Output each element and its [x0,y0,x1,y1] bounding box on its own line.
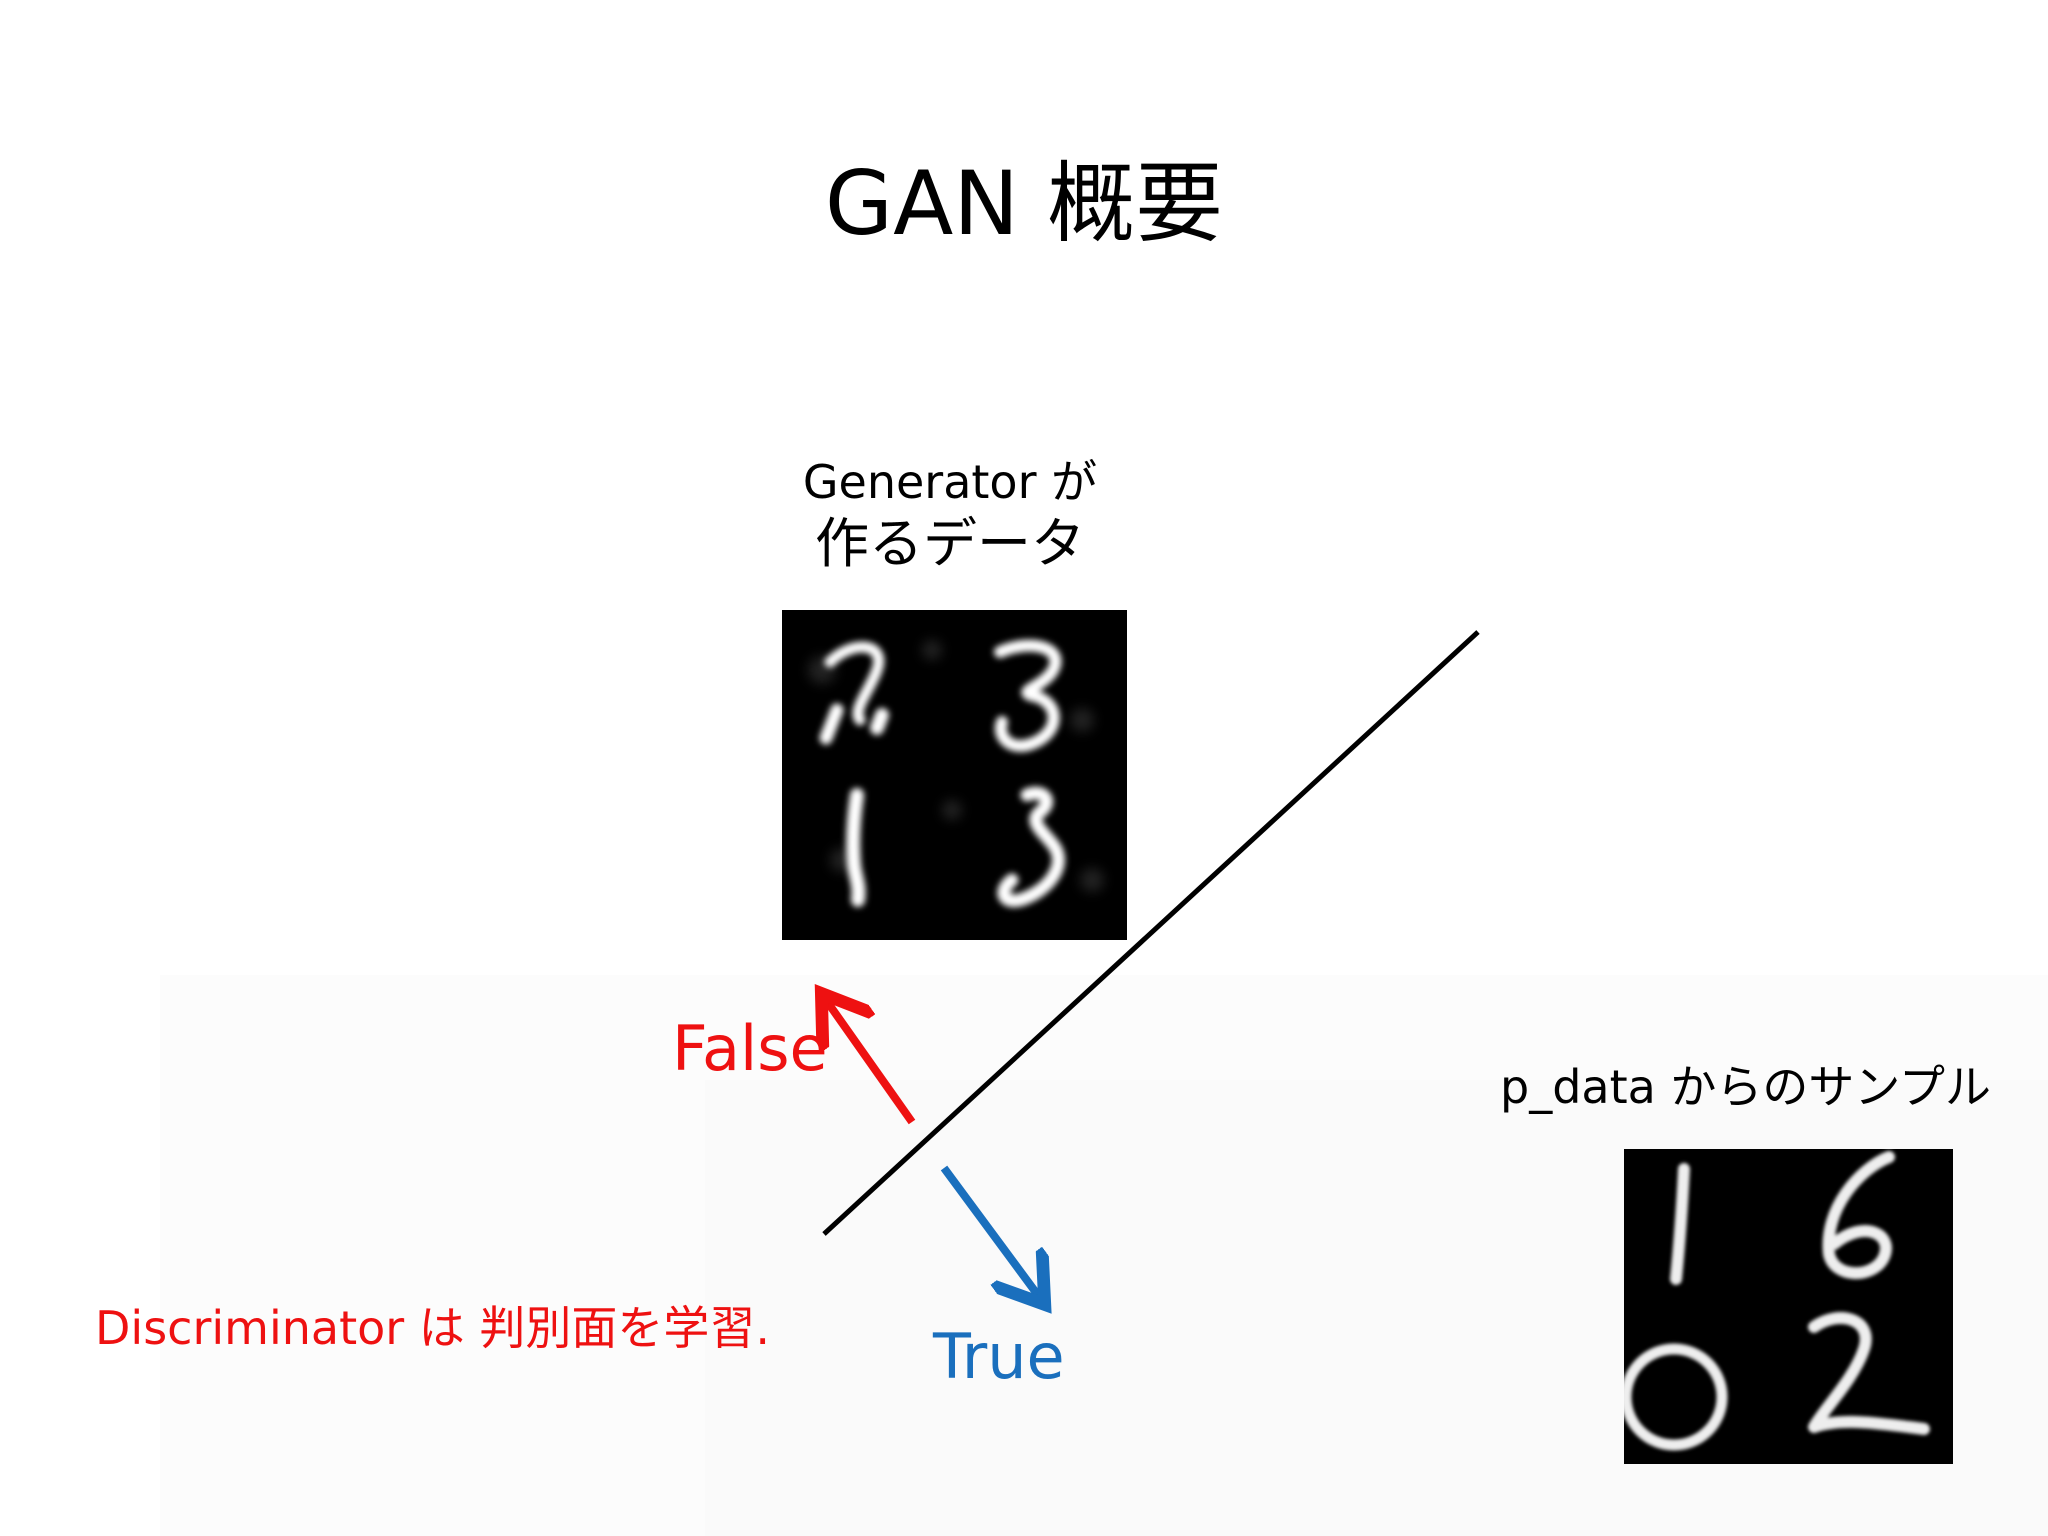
true-arrow [940,1165,1040,1298]
generated-digits-image [782,610,1127,940]
discriminator-label: Discriminator は 判別面を学習. [95,1301,771,1355]
generated-digits-drawing [808,639,1104,908]
generator-caption-line2: 作るデータ [815,512,1085,576]
real-data-caption: p_data からのサンプル [1500,1060,1992,1114]
generator-caption: Generator が 作るデータ [760,455,1140,577]
true-label: True [933,1320,1065,1393]
real-digits-drawing [1624,1151,1930,1451]
false-arrow [826,1000,916,1125]
decision-boundary-line [822,630,1480,1236]
generator-caption-line1: Generator が [802,455,1098,509]
real-digits-image [1624,1149,1953,1464]
false-label: False [672,1012,828,1085]
slide-title: GAN 概要 [824,152,1224,255]
